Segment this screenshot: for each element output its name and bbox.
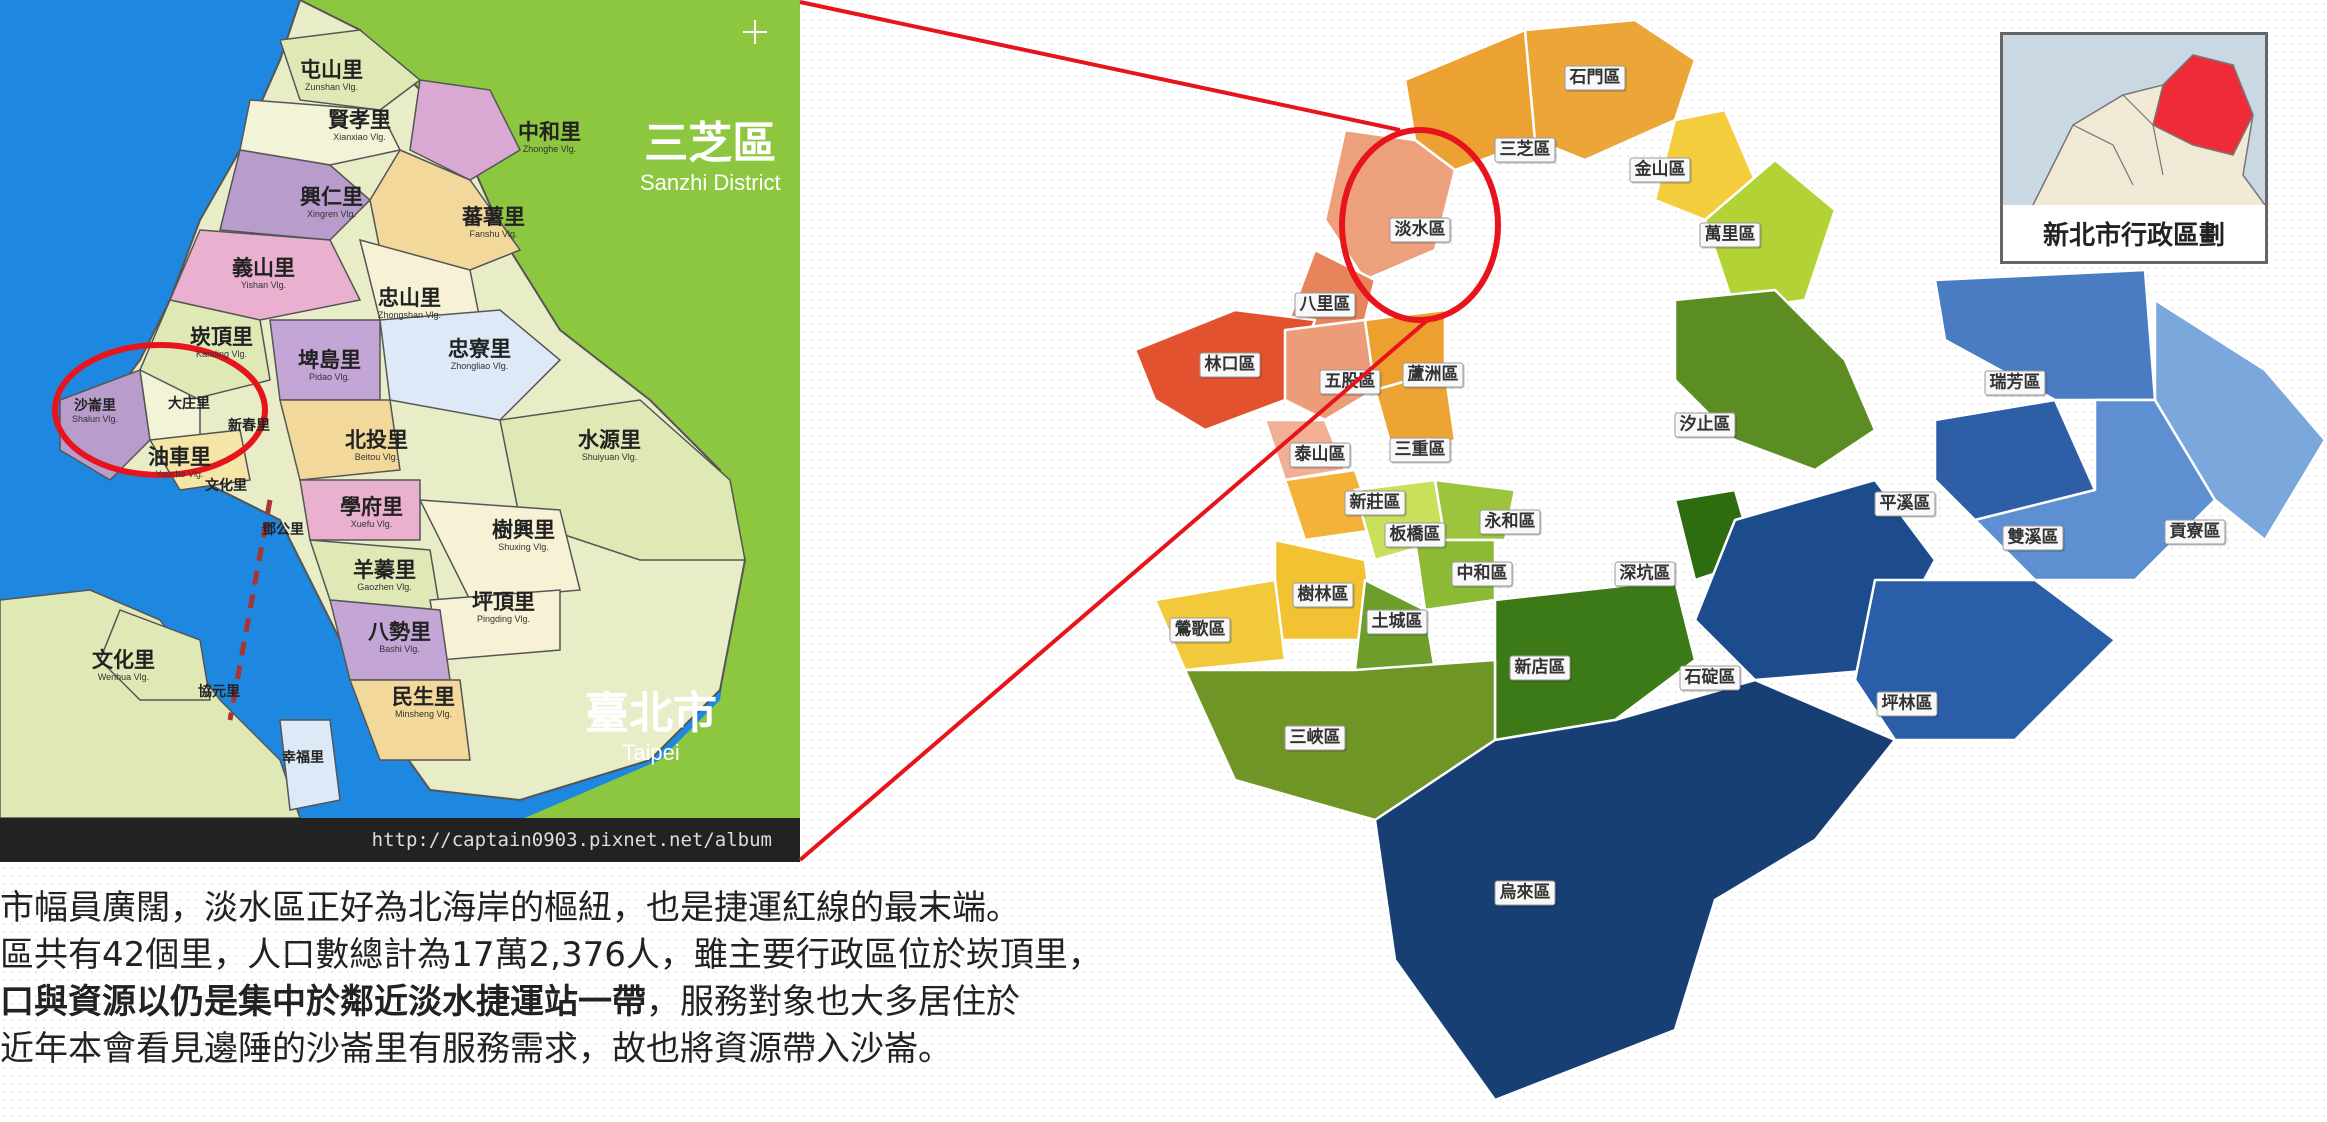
district-label: 新店區 — [1509, 655, 1571, 681]
village-label: 鄧公里 — [262, 522, 304, 538]
village-label: 大庄里 — [168, 396, 210, 412]
district-label: 蘆洲區 — [1402, 362, 1464, 388]
district-label: 石碇區 — [1679, 665, 1741, 691]
district-label: 三芝區 — [1494, 137, 1556, 163]
source-url: http://captain0903.pixnet.net/album — [0, 818, 800, 862]
district-label: 淡水區 — [1389, 217, 1451, 243]
inset-title: 新北市行政區劃 — [2003, 205, 2265, 261]
district-label: 永和區 — [1479, 509, 1541, 535]
village-label: 文化里 — [205, 478, 247, 494]
village-label: 協元里 — [198, 684, 240, 700]
caption-rest: ，服務對象也大多居住於 — [646, 982, 1020, 1022]
district-label: 五股區 — [1319, 369, 1381, 395]
locator-inset: 新北市行政區劃 — [2000, 32, 2268, 264]
district-label: 深坑區 — [1614, 561, 1676, 587]
district-label: 三芝區 Sanzhi District — [640, 118, 781, 195]
district-label: 金山區 — [1629, 157, 1691, 183]
village-map-graphic — [0, 0, 800, 862]
district-label: 中和區 — [1451, 561, 1513, 587]
district-map-graphic — [1133, 20, 2327, 1102]
district-label: 鶯歌區 — [1169, 617, 1231, 643]
district-label: 土城區 — [1366, 609, 1428, 635]
district-label: 林口區 — [1199, 352, 1261, 378]
district-label: 新莊區 — [1344, 490, 1406, 516]
caption-line: 口與資源以仍是集中於鄰近淡水捷運站一帶，服務對象也大多居住於 — [0, 979, 1420, 1026]
district-label: 八里區 — [1294, 292, 1356, 318]
district-label: 板橋區 — [1384, 522, 1446, 548]
city-label: 臺北市 Taipei — [585, 688, 717, 765]
district-label: 石門區 — [1564, 65, 1626, 91]
district-label: 坪林區 — [1876, 691, 1938, 717]
village-label: 新春里 — [228, 418, 270, 434]
caption-line: 區共有42個里，人口數總計為17萬2,376人，雖主要行政區位於崁頂里， — [0, 935, 1102, 975]
district-label: 泰山區 — [1289, 442, 1351, 468]
district-label: 烏來區 — [1494, 880, 1556, 906]
caption-line: 近年本會看見邊陲的沙崙里有服務需求，故也將資源帶入沙崙。 — [0, 1029, 952, 1069]
district-label: 雙溪區 — [2002, 525, 2064, 551]
district-label: 樹林區 — [1292, 582, 1354, 608]
caption-line: 市幅員廣闊，淡水區正好為北海岸的樞紐，也是捷運紅線的最末端。 — [0, 888, 1020, 928]
caption-text: 市幅員廣闊，淡水區正好為北海岸的樞紐，也是捷運紅線的最末端。 區共有42個里，人… — [0, 885, 1420, 1073]
caption-bold: 口與資源以仍是集中於鄰近淡水捷運站一帶 — [0, 982, 646, 1022]
district-label: 瑞芳區 — [1984, 370, 2046, 396]
district-label: 貢寮區 — [2164, 519, 2226, 545]
village-label: 幸福里 — [282, 750, 324, 766]
district-label: 三重區 — [1389, 437, 1451, 463]
district-label: 汐止區 — [1674, 412, 1736, 438]
district-label: 三峽區 — [1284, 725, 1346, 751]
district-label: 萬里區 — [1699, 222, 1761, 248]
district-label: 平溪區 — [1874, 491, 1936, 517]
